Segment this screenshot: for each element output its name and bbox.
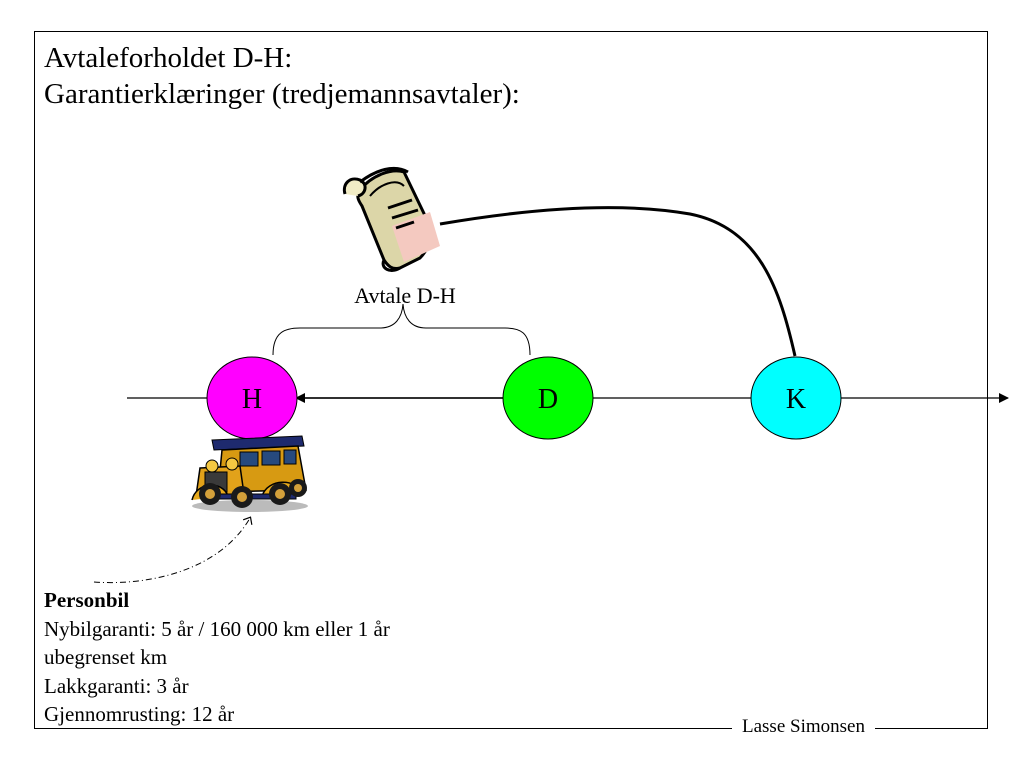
slide-frame (34, 31, 988, 729)
node-d: D (502, 356, 594, 440)
info-heading: Personbil (44, 588, 130, 612)
node-d-circle (502, 356, 594, 440)
vehicle-warranty-info: Personbil Nybilgaranti: 5 år / 160 000 k… (44, 586, 390, 729)
node-h-label: H (242, 384, 262, 415)
node-h: H (206, 356, 298, 440)
node-k-label: K (786, 384, 806, 415)
info-line: Lakkgaranti: 3 år (44, 673, 189, 698)
title-line-1: Avtaleforholdet D-H: (44, 42, 293, 74)
scroll-document-icon (342, 166, 440, 272)
arrow-info-to-car (93, 516, 253, 584)
vintage-car-icon (191, 435, 308, 512)
info-line: Gjennomrusting: 12 år (44, 702, 235, 726)
document-label: Avtale D-H (354, 283, 456, 308)
footer-author: Lasse Simonsen (732, 716, 875, 738)
slide-title: Avtaleforholdet D-H: Garantierklæringer … (44, 40, 520, 112)
link-k-to-document (439, 206, 797, 357)
node-k-circle (750, 356, 842, 440)
info-line: ubegrenset km (44, 645, 168, 669)
node-k: K (750, 356, 842, 440)
agreement-brace (272, 303, 531, 356)
title-line-2: Garantierklæringer (tredjemannsavtaler): (44, 78, 520, 110)
info-line: Nybilgaranti: 5 år / 160 000 km eller 1 … (44, 616, 390, 641)
node-d-label: D (538, 384, 558, 415)
